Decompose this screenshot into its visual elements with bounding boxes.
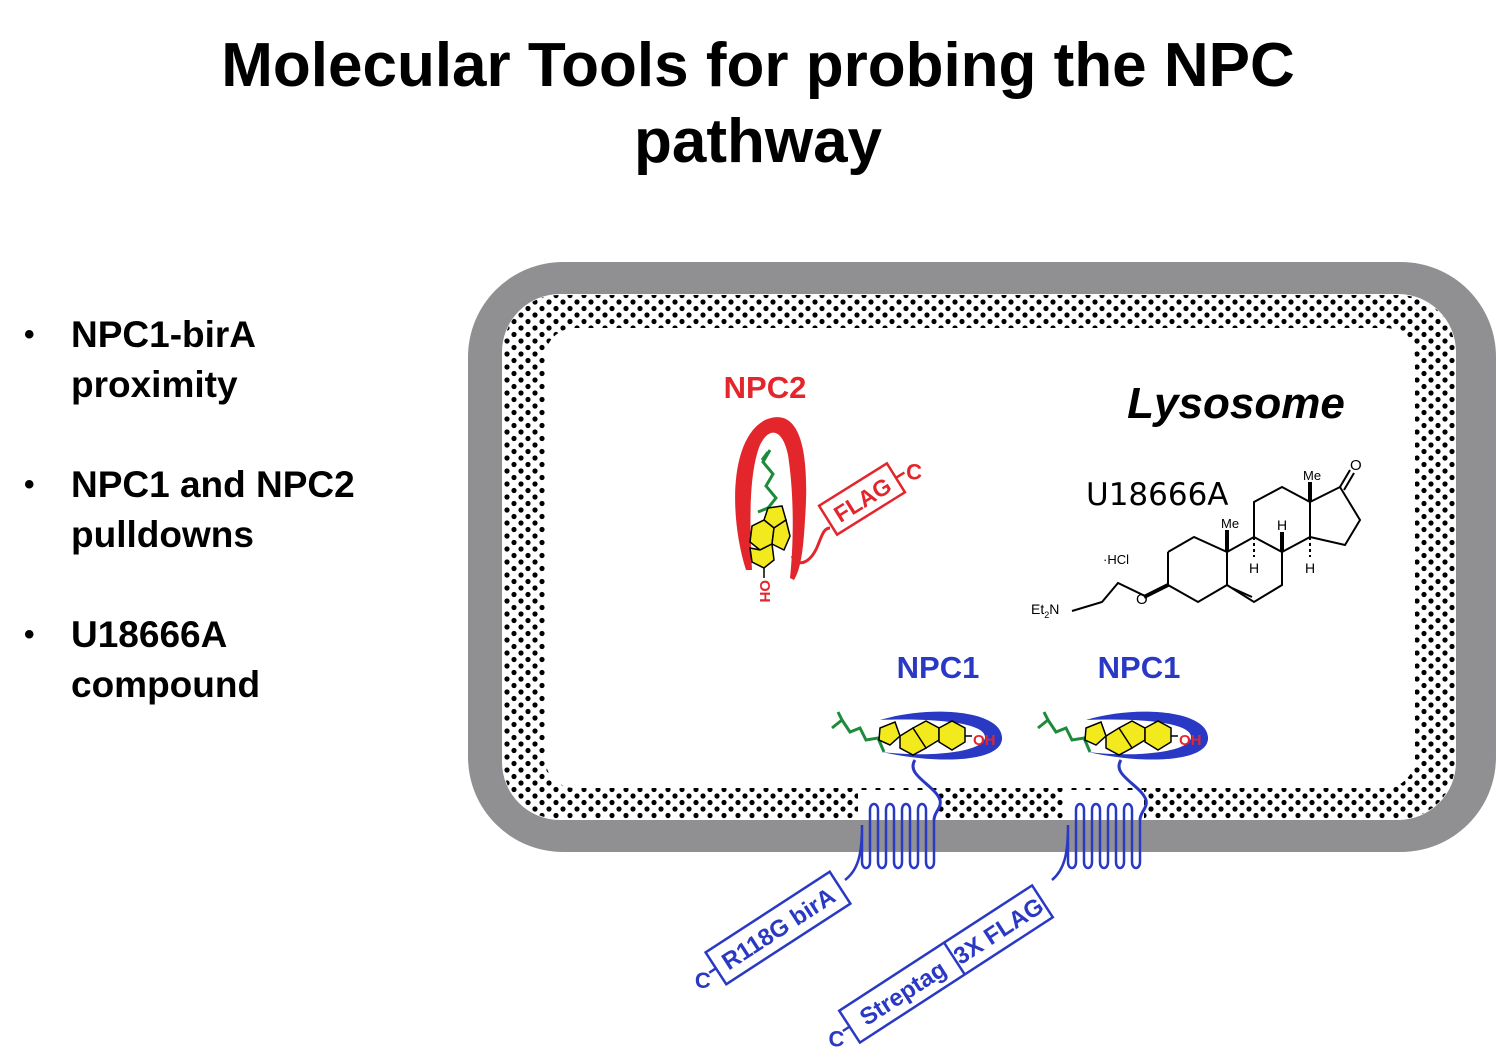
npc1-right-c-terminus: C xyxy=(828,1026,844,1051)
bullet-text-line2: pulldowns xyxy=(71,514,254,555)
lumen-dot-band xyxy=(500,292,1460,822)
lysosome-membrane xyxy=(468,262,1496,852)
flag-tag-label: FLAG xyxy=(829,472,896,527)
ether-oxygen-label: O xyxy=(1136,591,1148,608)
title-line-1: Molecular Tools for probing the NPC xyxy=(221,31,1295,100)
npc1-left-transmembrane-icon xyxy=(844,802,936,881)
bullet-item: • U18666A compound xyxy=(24,610,444,710)
npc1-left-domain-icon xyxy=(880,711,1003,760)
methyl-label-2: Me xyxy=(1303,468,1321,483)
sterol-icon xyxy=(749,449,791,578)
ketone-oxygen-label: O xyxy=(1350,457,1362,474)
hcl-salt-label: ·HCl xyxy=(1103,552,1129,567)
amine-nitrogen: N xyxy=(1049,601,1059,617)
amine-subscript: 2 xyxy=(1044,610,1049,620)
npc1-right-protein: NPC1 OH Streptag 3X FLAG C xyxy=(828,650,1209,1051)
npc1-right-label: NPC1 xyxy=(1098,650,1181,685)
amine-label: Et2N xyxy=(1031,601,1059,620)
bullet-text-line2: proximity xyxy=(71,364,238,405)
npc2-linker xyxy=(790,526,831,565)
methyl-label-1: Me xyxy=(1221,516,1239,531)
bullet-text-line1: NPC1 and NPC2 xyxy=(71,464,355,505)
amine-ethyl: Et xyxy=(1031,601,1044,617)
birA-tag: R118G birA C xyxy=(695,870,853,993)
title-line-2: pathway xyxy=(633,107,883,176)
npc1-right-transmembrane-icon xyxy=(1051,802,1142,881)
npc1-left-c-terminus: C xyxy=(695,968,711,993)
flag-tag: FLAG C xyxy=(817,459,922,537)
npc2-label: NPC2 xyxy=(724,370,807,405)
npc2-hydroxyl: OH xyxy=(756,580,773,603)
steroid-skeleton-icon xyxy=(1071,469,1362,612)
3x-flag-label: 3X FLAG xyxy=(949,893,1049,971)
hydrogen-label-3: H xyxy=(1305,560,1315,576)
sterol-icon xyxy=(831,711,972,756)
streptag-flag-tag: Streptag 3X FLAG C xyxy=(828,883,1055,1051)
bullet-icon: • xyxy=(24,318,35,351)
npc1-left-label: NPC1 xyxy=(897,650,980,685)
npc2-c-terminus: C xyxy=(906,459,922,484)
bullet-item: • NPC1 and NPC2 pulldowns xyxy=(24,460,444,560)
hydrogen-label-2: H xyxy=(1249,560,1259,576)
npc2-fold-icon xyxy=(735,417,807,580)
birA-tag-label: R118G birA xyxy=(717,883,840,976)
slide-title: Molecular Tools for probing the NPC path… xyxy=(0,28,1496,180)
bullet-icon: • xyxy=(24,618,35,651)
u18666a-structure: U18666A Me Me O H H H ·HCl O Et2N xyxy=(1031,457,1362,620)
bullet-icon: • xyxy=(24,468,35,501)
npc1-left-hydroxyl: OH xyxy=(973,732,996,749)
compound-name: U18666A xyxy=(1086,477,1229,513)
bullet-text-line1: NPC1-birA xyxy=(71,314,257,355)
npc1-left-protein: NPC1 OH R118G birA C xyxy=(695,650,1003,993)
streptag-label: Streptag xyxy=(855,956,951,1032)
bullet-list: • NPC1-birA proximity • NPC1 and NPC2 pu… xyxy=(24,310,444,760)
bullet-item: • NPC1-birA proximity xyxy=(24,310,444,410)
npc1-right-hydroxyl: OH xyxy=(1179,732,1202,749)
npc1-right-domain-icon xyxy=(1086,711,1209,760)
hydrogen-label-1: H xyxy=(1277,517,1287,533)
compartment-label: Lysosome xyxy=(1127,379,1345,428)
bullet-text-line1: U18666A xyxy=(71,614,228,655)
bullet-text-line2: compound xyxy=(71,664,261,705)
npc2-protein: NPC2 OH FLAG C xyxy=(724,370,922,603)
sterol-icon xyxy=(1037,711,1178,756)
